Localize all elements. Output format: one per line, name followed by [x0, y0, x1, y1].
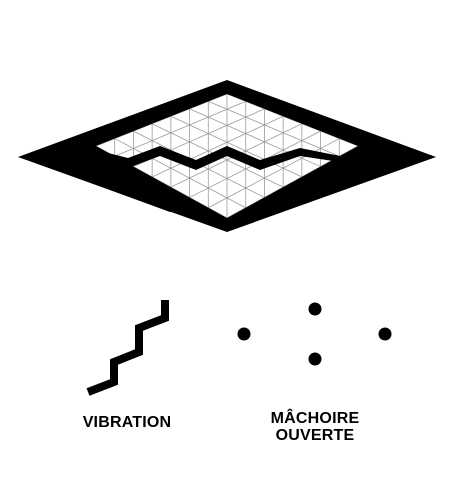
- grid-line-a: [151, 115, 284, 178]
- vibration-label: VIBRATION: [83, 414, 172, 431]
- grid-line-a: [208, 138, 340, 209]
- lower-left-notch: [60, 166, 190, 212]
- grid-line-b: [189, 108, 321, 167]
- four-dot-diamond-icon: [237, 302, 392, 366]
- dot-top: [308, 302, 322, 316]
- lower-right-notch: [228, 190, 300, 222]
- grid-line-b: [208, 101, 340, 157]
- zigzag-stair-icon: [86, 300, 169, 396]
- open-jaw-label-line-2: OUVERTE: [276, 427, 355, 444]
- vibration-item: VIBRATION: [83, 300, 172, 431]
- jaw-zigzag-band: [18, 146, 436, 170]
- grid-line-b: [114, 138, 246, 209]
- open-jaw-label-line-1: MÂCHOIRE: [271, 408, 360, 427]
- dot-right: [378, 327, 392, 341]
- dot-left: [237, 327, 251, 341]
- dot-bottom: [308, 352, 322, 366]
- jaw-grid-diamond-figure: [18, 80, 436, 232]
- grid-line-a: [114, 101, 246, 157]
- grid-line-b: [170, 115, 303, 178]
- open-jaw-item: MÂCHOIRE OUVERTE: [237, 302, 392, 444]
